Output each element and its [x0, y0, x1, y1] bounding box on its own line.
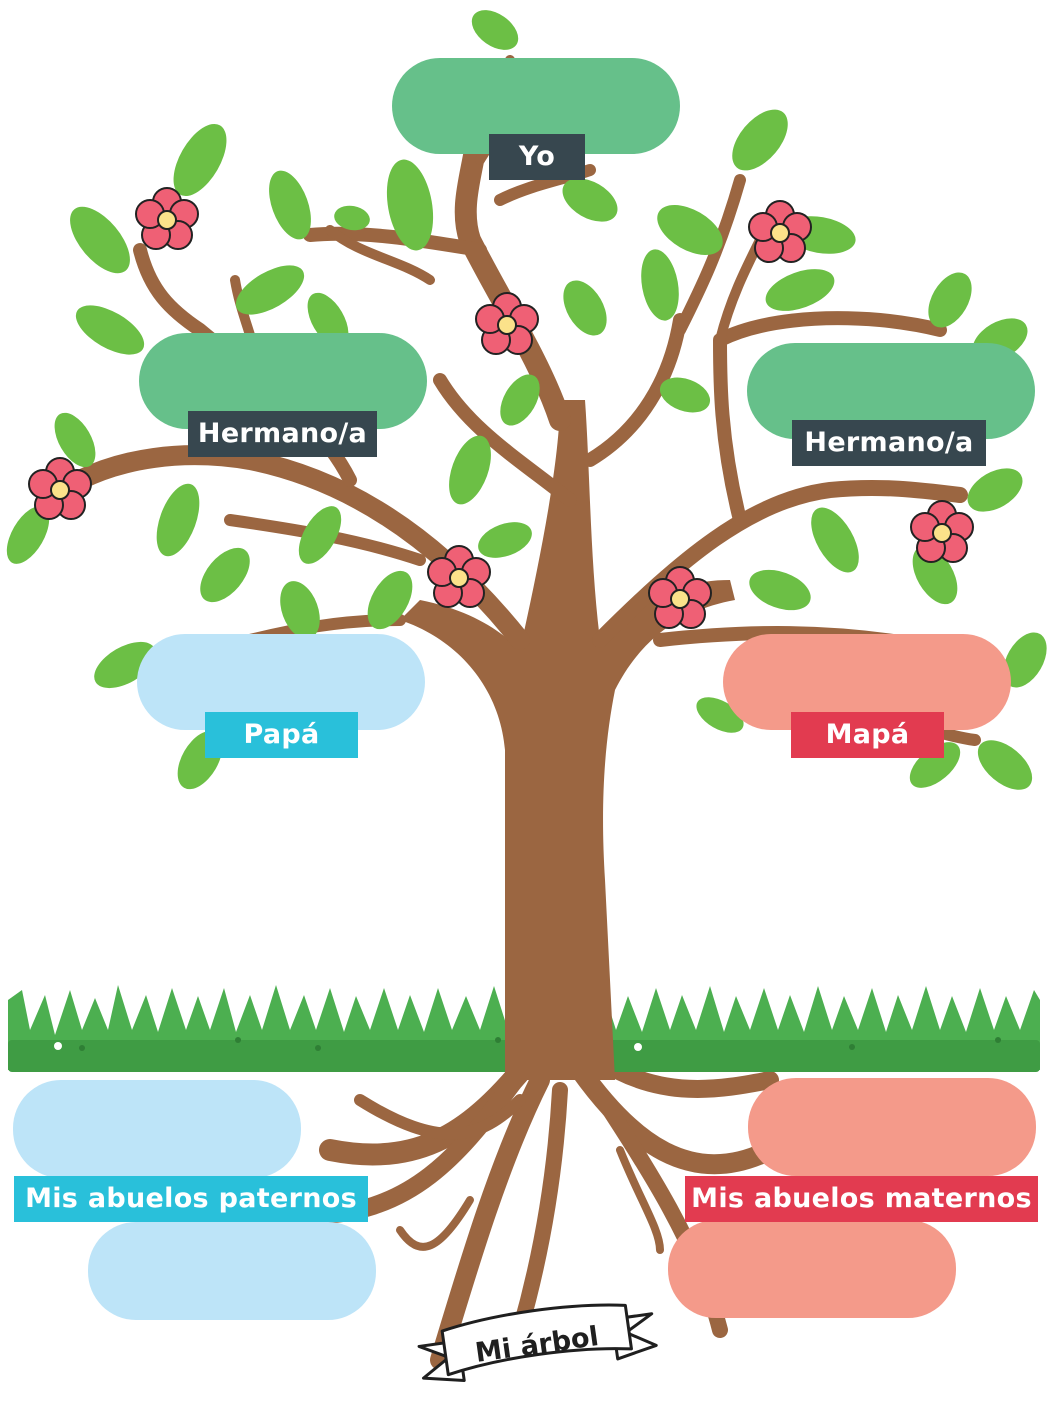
leaf-icon	[500, 374, 540, 426]
leaf-icon	[659, 377, 711, 413]
maternal-grandparents-label: Mis abuelos maternos	[685, 1176, 1038, 1222]
leaf-icon	[732, 109, 788, 171]
sibling-label-left: Hermano/a	[188, 411, 377, 457]
leaf-icon	[75, 305, 145, 355]
flowers	[28, 187, 974, 629]
leaf-icon	[173, 123, 227, 197]
flower-icon	[427, 545, 491, 608]
leaf-icon	[765, 269, 835, 311]
flower-icon	[648, 566, 712, 629]
leaf-icon	[6, 506, 50, 564]
leaf-icon	[386, 159, 434, 251]
leaf-icon	[367, 570, 413, 630]
mother-label: Mapá	[791, 712, 944, 758]
leaf-icon	[478, 522, 532, 558]
leaf-icon	[811, 507, 859, 573]
leaf-icon	[280, 581, 320, 639]
paternal-grandparent-box-2[interactable]	[88, 1222, 376, 1320]
leaf-icon	[334, 205, 370, 231]
flower-icon	[748, 200, 812, 263]
leaf-icon	[54, 412, 96, 468]
leaf-icon	[977, 740, 1033, 790]
leaf-icon	[563, 280, 607, 336]
leaf-icon	[641, 249, 679, 321]
leaf-icon	[449, 435, 491, 505]
leaf-icon	[928, 272, 972, 328]
paternal-grandparent-box-1[interactable]	[13, 1080, 301, 1178]
father-label: Papá	[205, 712, 358, 758]
leaf-icon	[94, 641, 156, 689]
leaf-icon	[562, 178, 618, 222]
leaf-icon	[156, 483, 200, 557]
leaf-icon	[967, 468, 1023, 512]
leaf-icon	[235, 265, 305, 315]
flower-icon	[910, 500, 974, 563]
flower-icon	[135, 187, 199, 250]
leaf-icon	[909, 742, 961, 788]
leaf-icon	[1003, 632, 1047, 688]
flower-icon	[28, 457, 92, 520]
paternal-grandparents-label: Mis abuelos paternos	[14, 1176, 368, 1222]
sibling-label-right: Hermano/a	[792, 420, 986, 466]
leaf-icon	[471, 10, 519, 50]
maternal-grandparent-box-2[interactable]	[668, 1220, 956, 1318]
maternal-grandparent-box-1[interactable]	[748, 1078, 1036, 1176]
roots	[291, 1049, 780, 1370]
me-label: Yo	[489, 134, 585, 180]
leaf-icon	[200, 547, 250, 603]
leaf-icon	[657, 205, 723, 255]
leaf-icon	[70, 206, 130, 274]
leaf-icon	[269, 170, 311, 240]
flower-icon	[475, 292, 539, 355]
leaf-icon	[749, 569, 811, 611]
leaf-icon	[298, 506, 342, 564]
trunk	[400, 400, 735, 1080]
